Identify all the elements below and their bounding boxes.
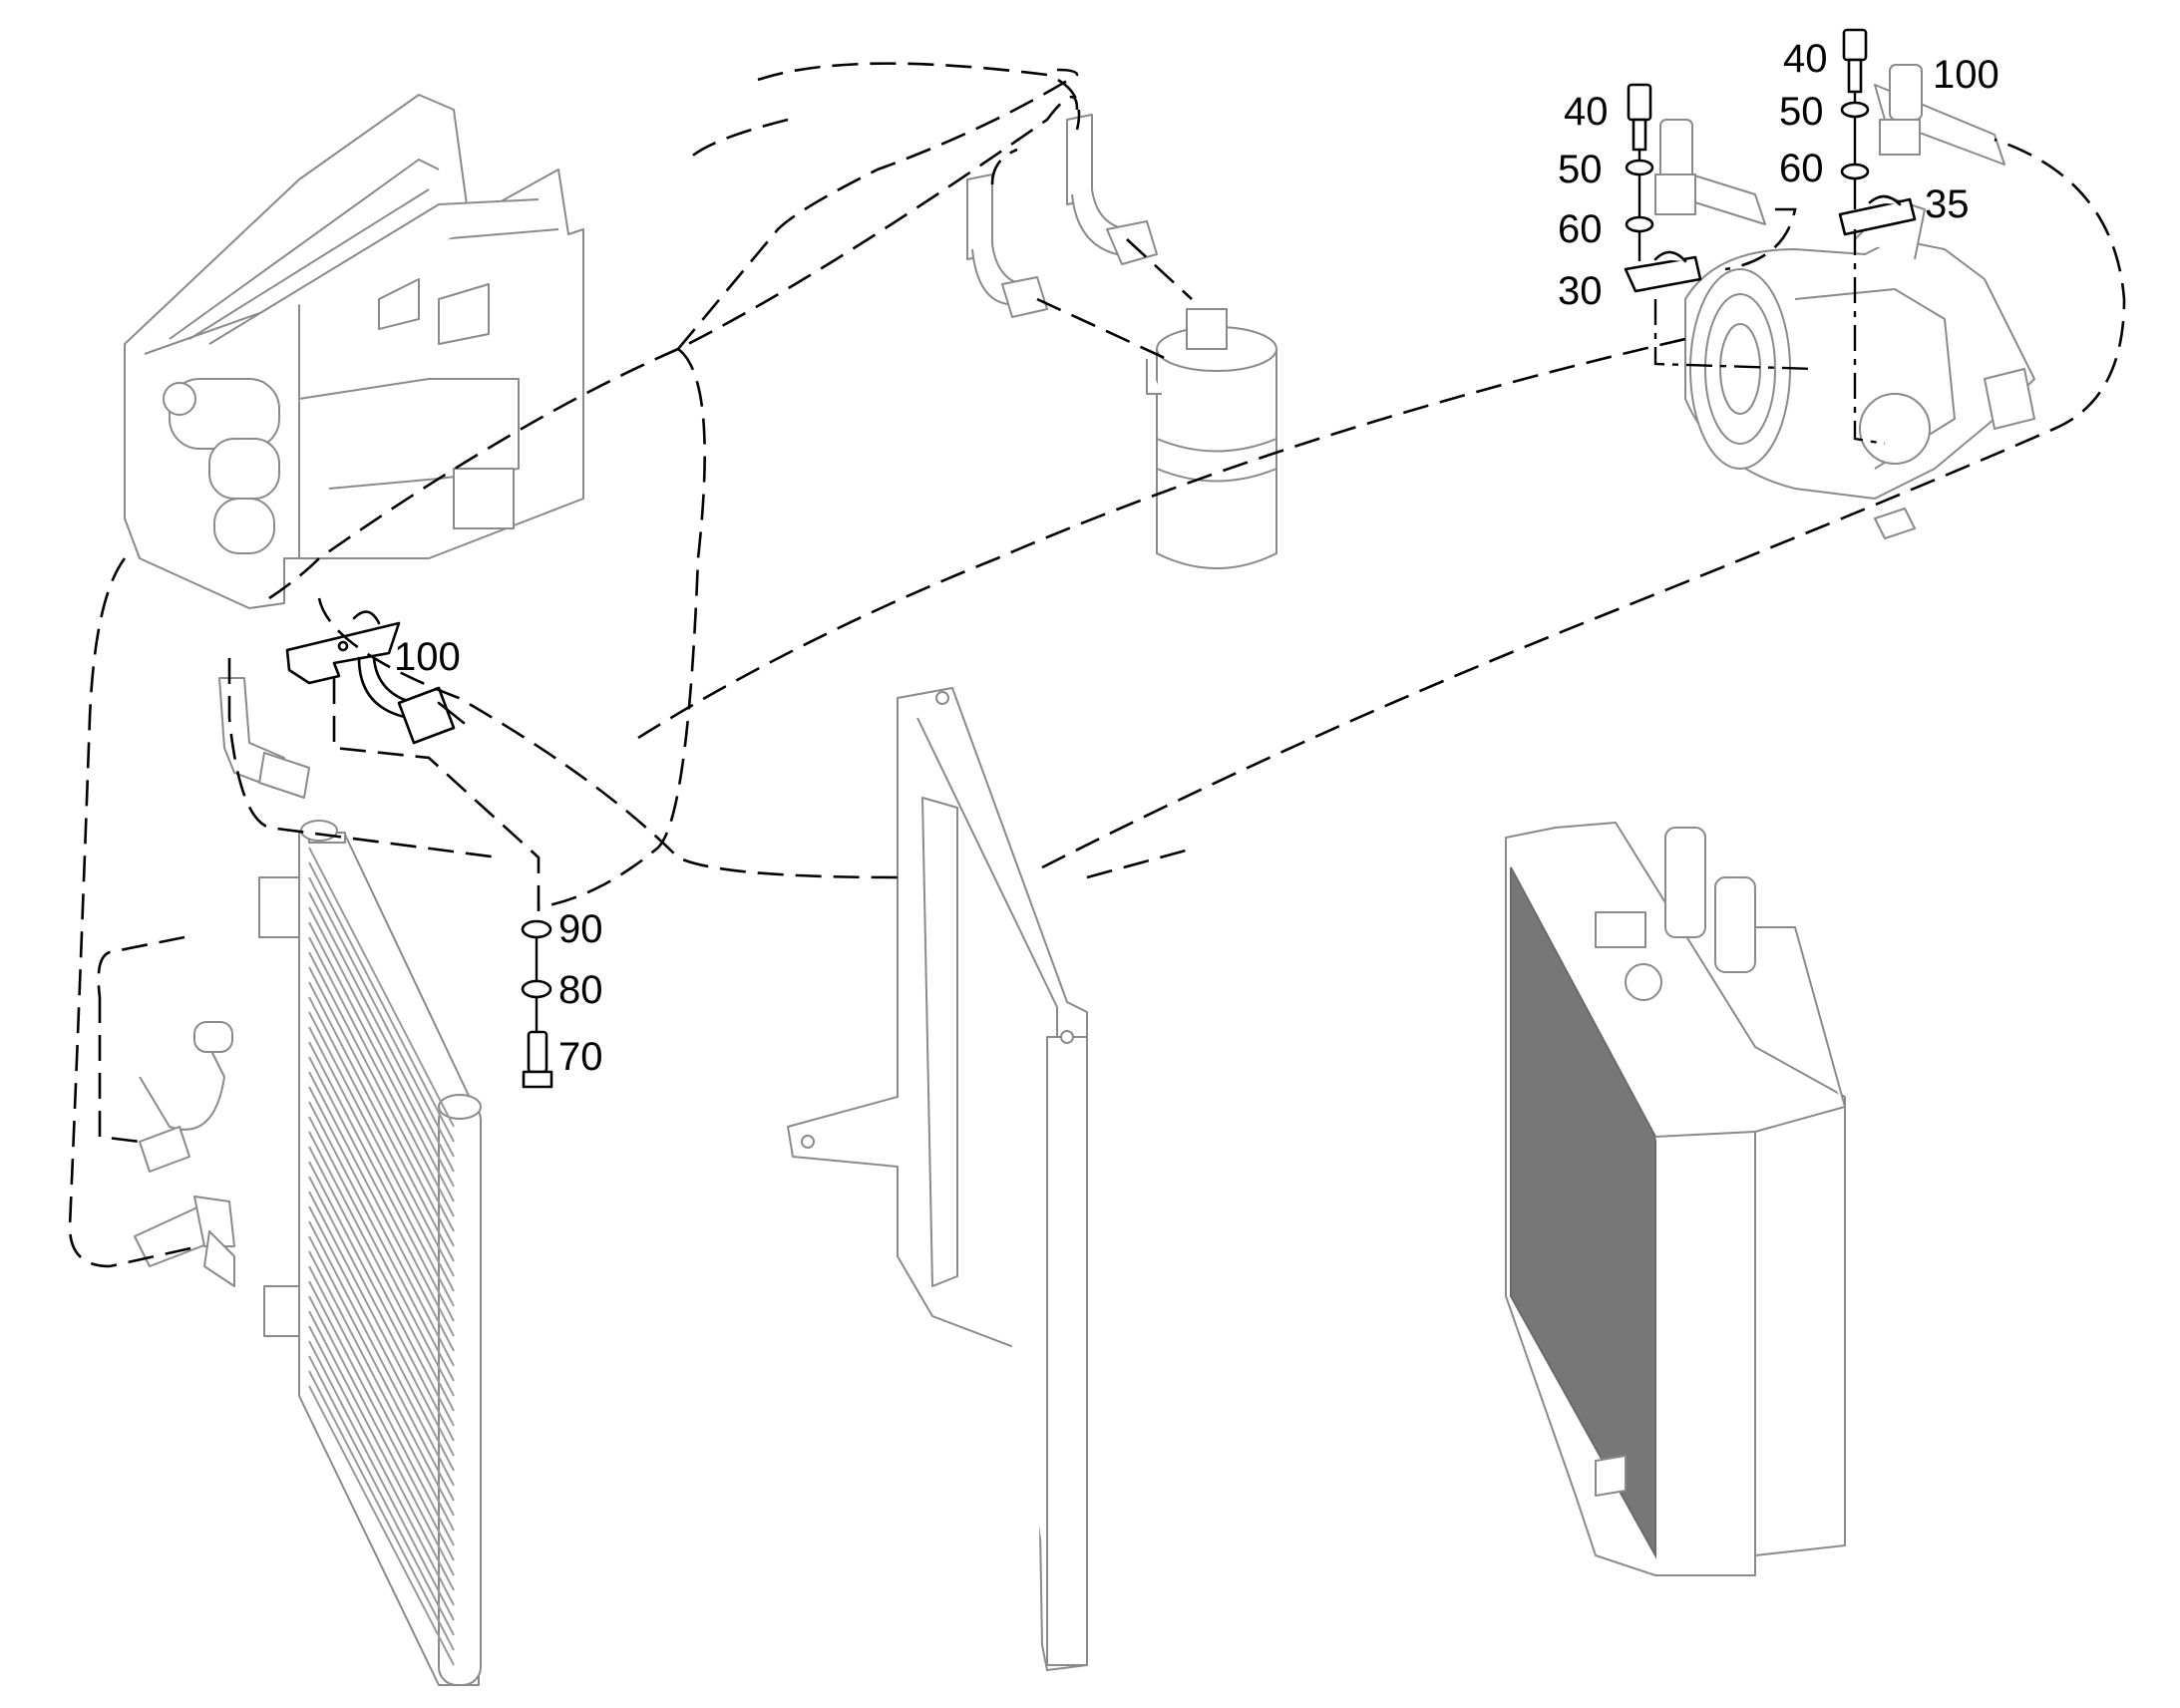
evaporator-unit	[124, 94, 584, 609]
support-frame	[787, 687, 1088, 1671]
radiator	[1505, 822, 1846, 1576]
clamp-plate-30	[1624, 250, 1702, 293]
callout-100-compressor: 100	[1933, 53, 1999, 97]
callout-70: 70	[558, 1035, 603, 1079]
callout-60-left: 60	[1558, 207, 1603, 251]
leader-stems	[535, 92, 1857, 1032]
callout-80: 80	[558, 968, 603, 1012]
callout-50-right: 50	[1779, 90, 1824, 134]
bolt-40-right	[1842, 28, 1868, 94]
bolt-40-left	[1627, 83, 1652, 152]
condenser-hoses	[134, 1021, 235, 1287]
compressor	[1684, 198, 2035, 539]
washer-90	[521, 919, 552, 939]
callout-40-right: 40	[1783, 37, 1828, 81]
callout-100-evaporator: 100	[394, 635, 461, 679]
receiver-drier	[1146, 308, 1277, 569]
callout-50-left: 50	[1558, 148, 1603, 191]
washer-80	[521, 979, 552, 999]
drier-hoses	[966, 114, 1158, 318]
compressor-hoses	[1654, 64, 2005, 225]
washer-60-left	[1625, 215, 1654, 233]
evaporator-bracket	[285, 610, 401, 685]
clamp-plate-35	[1838, 194, 1917, 236]
washer-50-right	[1840, 101, 1870, 119]
callout-40-left: 40	[1564, 90, 1609, 134]
callout-90: 90	[558, 907, 603, 951]
routing-dashed-lines	[68, 62, 2126, 1268]
bolt-70	[522, 1030, 553, 1089]
callout-35: 35	[1925, 182, 1970, 226]
condenser	[258, 820, 482, 1686]
callout-30: 30	[1558, 269, 1603, 313]
washer-50-left	[1625, 159, 1654, 176]
dash-dot-lines	[1653, 229, 1886, 446]
callout-60-right: 60	[1779, 147, 1824, 190]
evaporator-hose	[357, 656, 466, 745]
washer-60-right	[1840, 163, 1870, 180]
upper-pipe-fitting	[218, 677, 310, 799]
